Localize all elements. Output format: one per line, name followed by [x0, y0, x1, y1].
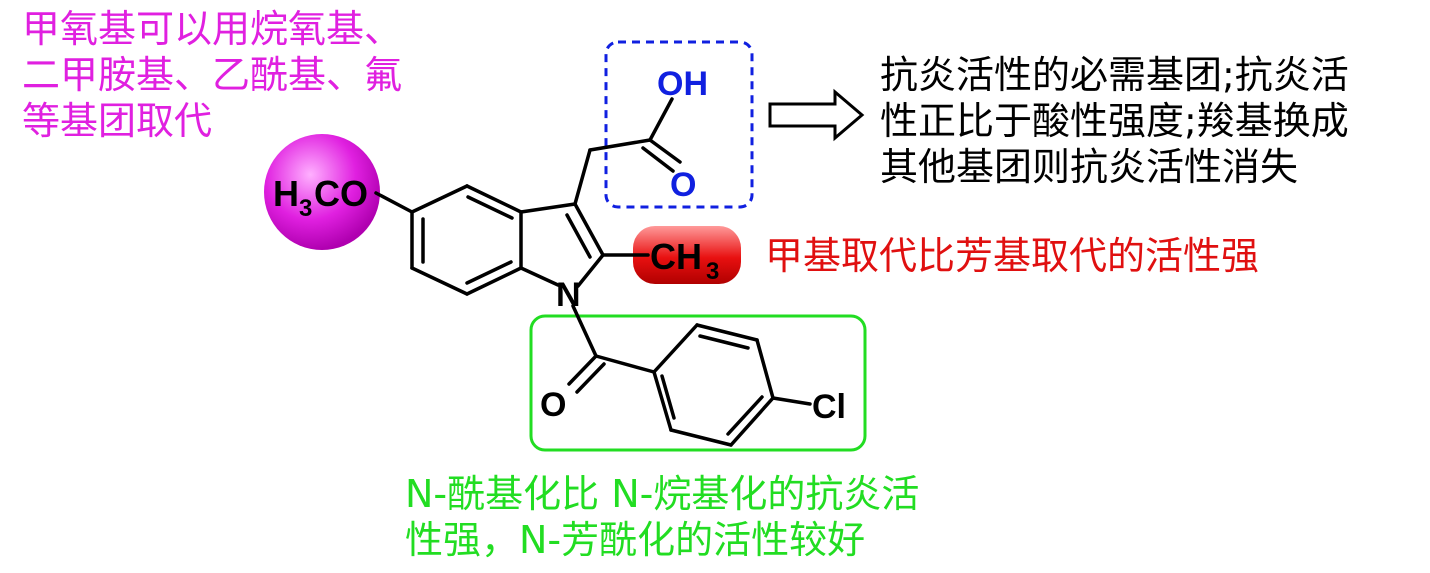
right-arrow — [768, 88, 865, 142]
methyl-ch-label: CH — [650, 236, 702, 277]
carboxylic-acid-annotation: 抗炎活性的必需基团;抗炎活 性正比于酸性强度;羧基换成 其他基团则抗炎活性消失 — [880, 52, 1349, 190]
n-acyl-annotation: N-酰基化比 N-烷基化的抗炎活 性强，N-芳酰化的活性较好 — [405, 471, 919, 563]
bonds — [374, 97, 812, 447]
acid-annotation-line-1: 抗炎活性的必需基团;抗炎活 — [880, 53, 1349, 97]
carbonyl-oxygen-label: O — [670, 166, 696, 204]
n-acyl-box — [529, 314, 867, 452]
methoxy-annotation-line-3: 等基团取代 — [22, 99, 213, 143]
acyl-annotation-line-2: 性强，N-芳酰化的活性较好 — [405, 518, 866, 562]
methyl-highlight — [633, 226, 741, 284]
methyl-annotation: 甲基取代比芳基取代的活性强 — [765, 233, 1259, 279]
indole-nitrogen-label: N — [556, 276, 581, 314]
acid-annotation-line-2: 性正比于酸性强度;羧基换成 — [880, 99, 1349, 143]
methoxy-annotation-line-2: 二甲胺基、乙酰基、氟 — [22, 53, 403, 97]
methoxy-highlight-ball — [264, 134, 380, 250]
chlorine-label: Cl — [812, 388, 846, 426]
methyl-annotation-line: 甲基取代比芳基取代的活性强 — [765, 234, 1260, 278]
hydroxyl-label: OH — [657, 65, 708, 103]
methoxy-annotation: 甲氧基可以用烷氧基、 二甲胺基、乙酰基、氟 等基团取代 — [22, 6, 402, 144]
carboxylic-acid-box — [604, 40, 754, 209]
methoxy-h-label: H — [273, 173, 299, 214]
amide-oxygen-label: O — [540, 386, 566, 424]
methoxy-annotation-line-1: 甲氧基可以用烷氧基、 — [22, 7, 403, 51]
methoxy-subscript-label: 3 — [299, 195, 312, 222]
acyl-annotation-line-1: N-酰基化比 N-烷基化的抗炎活 — [405, 472, 920, 516]
acid-annotation-line-3: 其他基团则抗炎活性消失 — [880, 145, 1299, 189]
methyl-subscript-label: 3 — [706, 258, 719, 285]
methoxy-co-label: CO — [314, 173, 368, 214]
